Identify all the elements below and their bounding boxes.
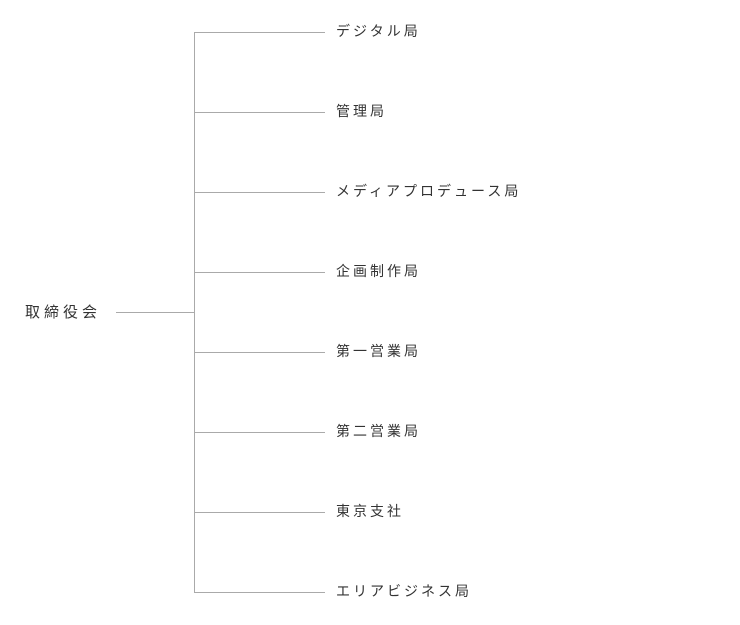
connector-line: [194, 192, 325, 193]
node-label: 管理局: [336, 104, 387, 120]
branch-digital: デジタル局: [194, 24, 594, 52]
connector-line: [194, 432, 325, 433]
connector-line: [194, 32, 325, 33]
connector-line: [194, 272, 325, 273]
branch-tokyo-office: 東京支社: [194, 504, 594, 532]
branch-administration: 管理局: [194, 104, 594, 132]
root-node-board-of-directors: 取締役会: [25, 303, 102, 321]
trunk-line: [194, 32, 195, 593]
node-label: メディアプロデュース局: [336, 184, 522, 200]
node-label: デジタル局: [336, 24, 421, 40]
connector-line: [194, 112, 325, 113]
root-connector-line: [116, 312, 194, 313]
branch-area-business: エリアビジネス局: [194, 584, 594, 612]
connector-line: [194, 352, 325, 353]
branch-sales-2: 第二営業局: [194, 424, 594, 452]
branch-media-produce: メディアプロデュース局: [194, 184, 594, 212]
node-label: 第二営業局: [336, 424, 421, 440]
node-label: 企画制作局: [336, 264, 421, 280]
connector-line: [194, 512, 325, 513]
branch-sales-1: 第一営業局: [194, 344, 594, 372]
branch-planning-production: 企画制作局: [194, 264, 594, 292]
node-label: 東京支社: [336, 504, 404, 520]
node-label: 第一営業局: [336, 344, 421, 360]
connector-line: [194, 592, 325, 593]
node-label: エリアビジネス局: [336, 584, 472, 600]
